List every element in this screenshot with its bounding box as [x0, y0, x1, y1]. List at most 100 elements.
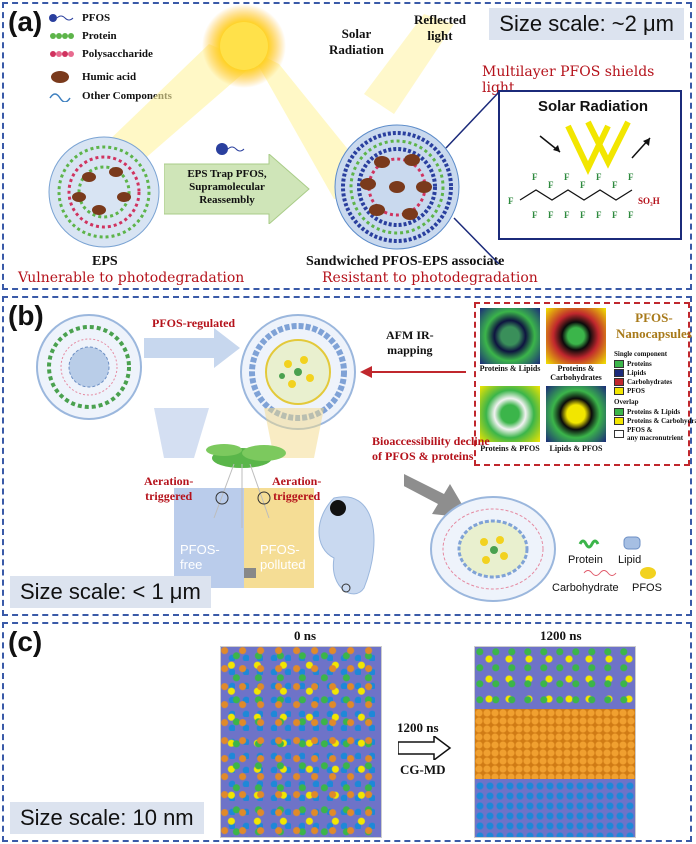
- legend-polysaccharide: Polysaccharide: [48, 48, 153, 60]
- panel-c-scale: Size scale: 10 nm: [10, 802, 204, 834]
- aeration-right-label: Aeration- triggered: [272, 474, 322, 503]
- legend-lipid-b: Lipid: [618, 554, 642, 566]
- pfos-free-label: PFOS- free: [180, 542, 220, 572]
- arrow-top-label: 1200 ns: [397, 720, 439, 735]
- panel-a-label: (a): [8, 6, 43, 37]
- pfos-structure: F FF FF FF FF FF FF FF SO₃H: [508, 120, 660, 220]
- legend-pfos-b: PFOS: [632, 582, 662, 594]
- sandwich-label: Sandwiched PFOS-EPS associate: [306, 254, 505, 269]
- solar-radiation-label: Solar Radiation: [329, 26, 384, 57]
- panel-c-label: (c): [8, 626, 43, 657]
- svg-text:F: F: [596, 172, 602, 182]
- afm-tile-4: [546, 386, 606, 442]
- panel-a-scale: Size scale: ~2 μm: [489, 8, 684, 40]
- digested-capsule: [430, 496, 556, 602]
- svg-text:F: F: [564, 210, 570, 220]
- svg-text:F: F: [580, 210, 586, 220]
- afm-leg-lipids-label: Lipids: [627, 369, 647, 377]
- nanocapsules-title: PFOS- Nanocapsules: [616, 310, 692, 341]
- lipid-legend-icon: [623, 536, 641, 550]
- afm-leg-ov3: PFOS & any macronutrient: [614, 426, 683, 442]
- legend-other-label: Other Components: [82, 90, 172, 102]
- inset-connector: [445, 91, 500, 265]
- afm-overlap-title: Overlap: [614, 398, 639, 406]
- afm-leg-lipids: Lipids: [614, 369, 646, 377]
- md-orange-band: [475, 709, 635, 779]
- afm-leg-ov1: Proteins & Lipids: [614, 408, 680, 416]
- svg-text:F: F: [612, 180, 618, 190]
- eps-label: EPS: [92, 254, 118, 269]
- panel-c: (c) 0 ns 1200 ns 1200 ns CG-MD Size scal…: [2, 622, 692, 842]
- reassembly-arrow: [164, 154, 310, 224]
- afm-leg-pfos: PFOS: [614, 387, 645, 395]
- svg-text:F: F: [628, 210, 634, 220]
- arrow-bottom-label: CG-MD: [400, 762, 446, 777]
- humic-acid-icon: [51, 71, 69, 83]
- legend-humic: Humic acid: [48, 70, 136, 84]
- afm-leg-ov3-label: PFOS & any macronutrient: [627, 426, 684, 442]
- afm-label: AFM IR- mapping: [386, 328, 434, 357]
- legend-protein-label: Protein: [82, 30, 117, 42]
- afm-tile-3: [480, 386, 540, 442]
- so3h-label: SO₃H: [638, 196, 660, 206]
- svg-text:F: F: [532, 172, 538, 182]
- md-box-1200ns: [474, 646, 636, 838]
- regulated-arrow: [144, 328, 240, 368]
- eps-sublabel: Vulnerable to photodegradation: [18, 270, 245, 286]
- md-upper-layer: [475, 647, 635, 707]
- afm-leg-proteins: Proteins: [614, 360, 652, 368]
- pfos-molecule-icon: [216, 143, 245, 155]
- md-lower-layer: [475, 781, 635, 837]
- afm-tile-2: [546, 308, 606, 364]
- legend-protein-b: Protein: [568, 554, 603, 566]
- carbohydrate-legend-icon: [583, 570, 617, 576]
- svg-text:F: F: [628, 172, 634, 182]
- afm-tile-3-caption: Proteins & PFOS: [480, 444, 540, 453]
- svg-text:F: F: [532, 210, 538, 220]
- afm-single-title: Single component: [614, 350, 668, 358]
- afm-leg-ov2: Proteins & Carbohydrates: [614, 417, 696, 425]
- reflected-light-label: Reflected light: [414, 12, 466, 43]
- legend-carb-b: Carbohydrate: [552, 582, 619, 594]
- aeration-left-label: Aeration- triggered: [144, 474, 194, 503]
- afm-tile-4-caption: Lipids & PFOS: [549, 444, 603, 453]
- protein-legend-icon: [578, 539, 600, 549]
- polysaccharide-icon: [50, 51, 74, 57]
- svg-text:F: F: [564, 172, 570, 182]
- afm-leg-carb: Carbohydrates: [614, 378, 672, 386]
- md-box-0ns: [220, 646, 382, 838]
- pfos-free-capsule: [36, 314, 142, 420]
- afm-leg-carb-label: Carbohydrates: [627, 378, 673, 386]
- afm-ir-panel: Proteins & Lipids Proteins & Carbohydrat…: [474, 302, 696, 466]
- afm-leg-ov1-label: Proteins & Lipids: [627, 408, 681, 416]
- pfos-legend-icon: [640, 567, 656, 579]
- afm-tile-2-caption: Proteins & Carbohydrates: [550, 364, 602, 382]
- other-components-icon: [49, 93, 71, 102]
- panel-b-scale: Size scale: < 1 μm: [10, 576, 211, 608]
- bioaccess-arrow: [404, 474, 470, 518]
- svg-text:F: F: [596, 210, 602, 220]
- afm-leg-pfos-label: PFOS: [627, 387, 645, 395]
- daphnia-icon: [318, 496, 375, 595]
- svg-text:F: F: [548, 180, 554, 190]
- panel-b: (b) PFOS-regulated AFM IR- mapping Prote…: [2, 296, 696, 616]
- svg-text:F: F: [508, 196, 514, 206]
- pfos-polluted-label: PFOS- polluted: [260, 542, 306, 572]
- afm-tile-1: [480, 308, 540, 364]
- legend-polysaccharide-label: Polysaccharide: [82, 48, 153, 60]
- pfos-capsule: [240, 314, 356, 430]
- svg-text:F: F: [612, 210, 618, 220]
- inset-title: Solar Radiation: [538, 98, 649, 115]
- legend-other: Other Components: [48, 90, 172, 102]
- legend-protein: Protein: [48, 30, 117, 42]
- time-0-label: 0 ns: [294, 628, 317, 643]
- afm-arrow: [360, 366, 466, 378]
- panel-a: (a) Size scale: ~2 μm PFOS Protein Polys…: [2, 2, 692, 290]
- panel-b-label: (b): [8, 300, 44, 331]
- legend-humic-label: Humic acid: [82, 71, 137, 83]
- md-arrow: [398, 736, 452, 760]
- svg-text:F: F: [548, 210, 554, 220]
- sandwich-sublabel: Resistant to photodegradation: [322, 270, 538, 286]
- time-1200-label: 1200 ns: [540, 628, 582, 643]
